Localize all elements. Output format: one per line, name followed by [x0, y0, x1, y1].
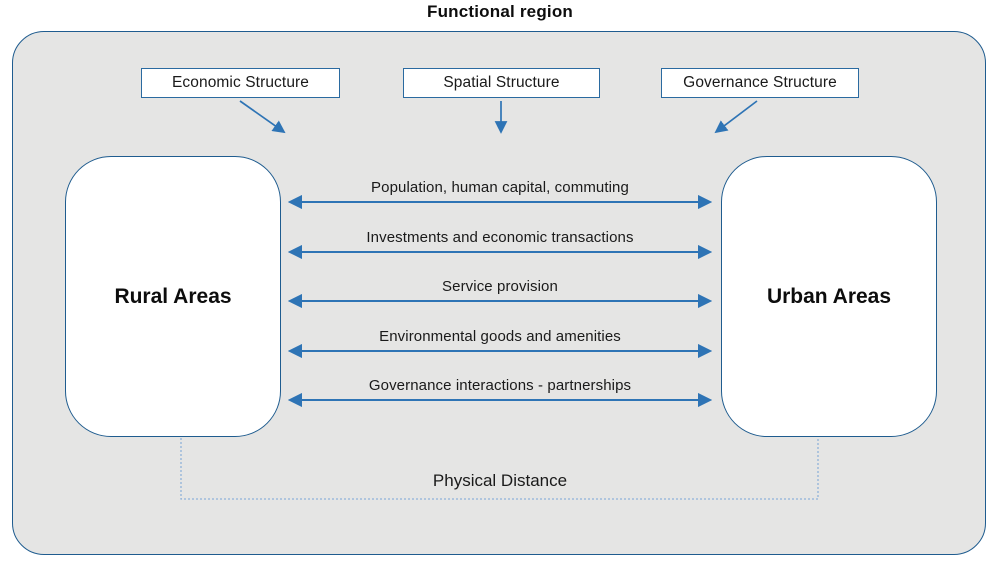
diagram-title: Functional region	[426, 2, 573, 21]
governance-structure-label: Governance Structure	[683, 74, 837, 91]
economic-structure-label: Economic Structure	[171, 74, 310, 91]
rural-areas-label: Rural Areas	[114, 284, 232, 308]
flow-label-services: Service provision	[442, 278, 558, 295]
flow-label-investments: Investments and economic transactions	[366, 229, 634, 246]
economic-structure-box: Economic Structure	[141, 68, 340, 98]
urban-areas-node: Urban Areas	[721, 156, 937, 437]
flow-label-population: Population, human capital, commuting	[371, 179, 629, 196]
physical-distance-label: Physical Distance	[432, 471, 568, 490]
rural-areas-node: Rural Areas	[65, 156, 281, 437]
flow-label-governance: Governance interactions - partnerships	[368, 377, 632, 394]
spatial-structure-label: Spatial Structure	[443, 74, 560, 91]
spatial-structure-box: Spatial Structure	[403, 68, 600, 98]
flow-label-environment: Environmental goods and amenities	[379, 328, 621, 345]
urban-areas-label: Urban Areas	[766, 284, 892, 308]
governance-structure-box: Governance Structure	[661, 68, 859, 98]
